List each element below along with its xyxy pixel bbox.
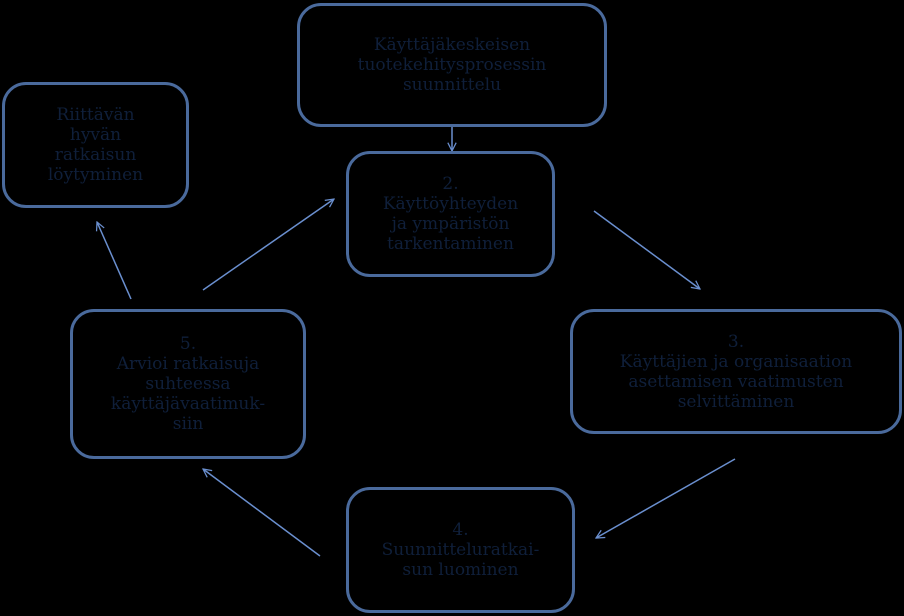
node-step-3: 3. Käyttäjien ja organisaation asettamis… [570, 309, 902, 434]
node-text-line: tuotekehitysprosessin [357, 55, 547, 75]
node-text-line: siin [172, 414, 204, 434]
node-text-line: sun luominen [402, 560, 519, 580]
node-step-number: 5. [179, 334, 197, 354]
node-text-line: suhteessa [145, 374, 231, 394]
node-text-line: löytyminen [47, 165, 144, 185]
node-step-number: 2. [442, 174, 459, 194]
node-step-number: 3. [727, 331, 745, 352]
node-text-line: Suunnitteluratkai- [381, 540, 540, 560]
node-text-line: hyvän [69, 125, 122, 145]
node-text-line: selvittäminen [677, 391, 795, 412]
arrow-step5-to-solution [97, 222, 132, 300]
node-step-number: 4. [452, 520, 469, 540]
node-text-line: Arvioi ratkaisuja [116, 354, 260, 374]
node-text-line: Käyttäjäkeskeisen [373, 35, 531, 55]
arrow-step4-to-step5 [203, 469, 321, 557]
node-design-planning: Käyttäjäkeskeisen tuotekehitysprosessin … [297, 3, 607, 127]
node-text-line: tarkentaminen [387, 234, 514, 254]
node-solution-found: Riittävän hyvän ratkaisun löytyminen [2, 82, 189, 208]
node-text-line: ratkaisun [54, 145, 137, 165]
arrow-step3-to-step4 [596, 458, 736, 538]
arrow-step5-to-step2 [202, 199, 334, 291]
arrow-step2-to-step3 [593, 210, 700, 289]
node-text-line: suunnittelu [402, 75, 502, 95]
node-text-line: ja ympäristön [391, 214, 510, 234]
node-step-2: 2. Käyttöyhteyden ja ympäristön tarkenta… [346, 151, 555, 277]
node-text-line: Käyttäjien ja organisaation [619, 351, 853, 372]
node-step-4: 4. Suunnitteluratkai- sun luominen [346, 487, 575, 613]
node-text-line: Käyttöyhteyden [382, 194, 519, 214]
node-step-5: 5. Arvioi ratkaisuja suhteessa käyttäjäv… [70, 309, 306, 459]
node-text-line: asettamisen vaatimusten [628, 371, 844, 392]
node-text-line: käyttäjävaatimuk- [110, 394, 266, 414]
node-text-line: Riittävän [56, 105, 135, 125]
